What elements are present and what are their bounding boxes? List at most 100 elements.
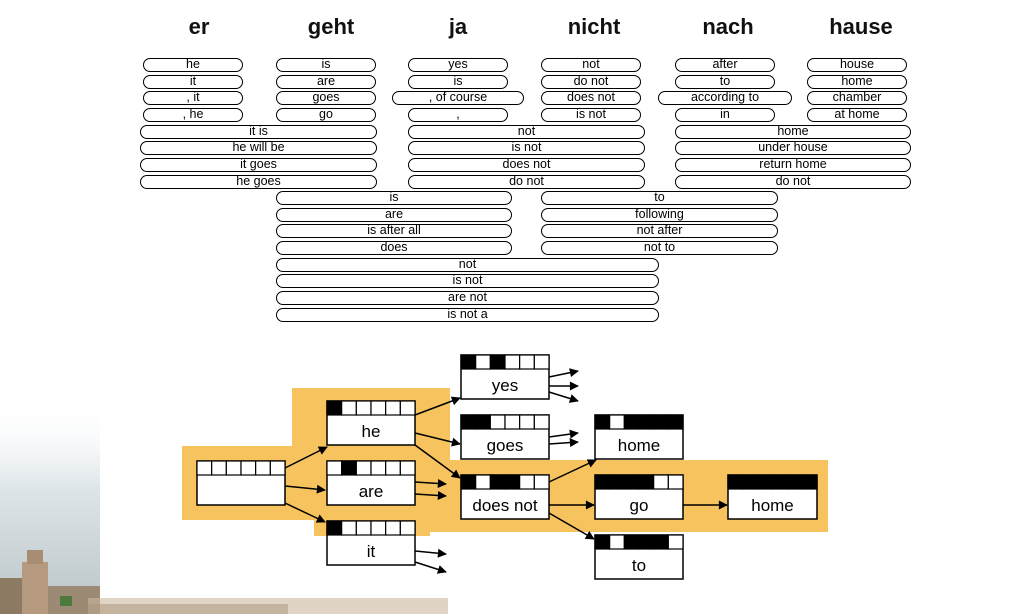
coverage-cell: [638, 534, 655, 550]
translation-option: are not: [276, 291, 659, 305]
translation-option: it is: [140, 125, 377, 139]
background-photo: [0, 400, 100, 614]
translation-option: are: [276, 75, 376, 89]
edge: [414, 561, 447, 574]
edge: [548, 438, 579, 448]
edge: [548, 368, 579, 378]
translation-option: go: [276, 108, 376, 122]
hypothesis-label: he: [362, 422, 381, 441]
source-word: nicht: [567, 14, 621, 39]
coverage-cell: [240, 460, 257, 476]
translation-option: goes: [276, 91, 376, 105]
hypothesis-label: home: [618, 436, 661, 455]
translation-option: under house: [675, 141, 911, 155]
coverage-cell: [460, 354, 477, 370]
coverage-cell: [504, 474, 521, 490]
translation-option: not after: [541, 224, 778, 238]
coverage-cell: [370, 460, 387, 476]
coverage-cell: [370, 520, 387, 536]
coverage-cell: [196, 460, 213, 476]
coverage-cell: [489, 414, 506, 430]
translation-option: is: [408, 75, 508, 89]
translation-option: is not: [276, 274, 659, 288]
translation-option: is not a: [276, 308, 659, 322]
hypothesis-node: yes: [460, 354, 550, 400]
translation-option: he will be: [140, 141, 377, 155]
hypothesis-label: goes: [487, 436, 524, 455]
coverage-cell: [489, 474, 506, 490]
coverage-cell: [609, 474, 625, 490]
coverage-cell: [399, 460, 416, 476]
edge: [414, 396, 461, 416]
coverage-cell: [667, 414, 684, 430]
coverage-cell: [771, 474, 788, 490]
translation-option: it goes: [140, 158, 377, 172]
coverage-cell: [638, 474, 655, 490]
coverage-cell: [519, 354, 535, 370]
source-word: ja: [448, 14, 468, 39]
edge: [284, 502, 326, 523]
translation-option: do not: [541, 75, 641, 89]
translation-option: he: [143, 58, 243, 72]
hypothesis-label: does not: [472, 496, 537, 515]
coverage-cell: [653, 534, 669, 550]
coverage-cell: [460, 414, 477, 430]
coverage-cell: [475, 414, 491, 430]
edge: [548, 429, 579, 439]
translation-option: ,: [408, 108, 508, 122]
edge: [284, 484, 326, 494]
edges: [284, 368, 728, 574]
coverage-cell: [667, 534, 684, 550]
translation-option: return home: [675, 158, 911, 172]
hypothesis-node: he: [326, 400, 416, 446]
translation-option: in: [675, 108, 775, 122]
translation-option: does not: [541, 91, 641, 105]
coverage-cell: [460, 474, 477, 490]
hypothesis-node: [196, 460, 286, 506]
coverage-cell: [653, 474, 669, 490]
translation-option: not: [541, 58, 641, 72]
coverage-cell: [385, 520, 401, 536]
hypothesis-node: are: [326, 460, 416, 506]
coverage-cell: [757, 474, 774, 490]
translation-option: he goes: [140, 175, 377, 189]
coverage-cell: [504, 414, 521, 430]
translation-option: at home: [807, 108, 907, 122]
hypothesis-node: it: [326, 520, 416, 566]
hypothesis-node: does not: [460, 474, 550, 520]
coverage-cell: [326, 520, 343, 536]
coverage-cell: [533, 414, 550, 430]
edge: [414, 444, 461, 479]
coverage-cell: [594, 534, 611, 550]
translation-option: not: [276, 258, 659, 272]
translation-option: not to: [541, 241, 778, 255]
coverage-cell: [475, 354, 491, 370]
coverage-cell: [399, 520, 416, 536]
coverage-cell: [533, 474, 550, 490]
translation-option: home: [807, 75, 907, 89]
coverage-cell: [667, 474, 684, 490]
coverage-cell: [399, 400, 416, 416]
translation-option: are: [276, 208, 512, 222]
source-word: geht: [307, 14, 355, 39]
translation-option: is after all: [276, 224, 512, 238]
coverage-cell: [341, 460, 357, 476]
coverage-cell: [370, 400, 387, 416]
coverage-cell: [269, 460, 286, 476]
coverage-cell: [225, 460, 242, 476]
translation-option: , of course: [392, 91, 524, 105]
edge: [548, 459, 597, 483]
translation-option: , he: [143, 108, 243, 122]
translation-option: is: [276, 58, 376, 72]
coverage-cell: [519, 414, 535, 430]
coverage-cell: [786, 474, 803, 490]
coverage-cell: [489, 354, 506, 370]
translation-option: not: [408, 125, 645, 139]
edge: [414, 478, 447, 488]
translation-option: does: [276, 241, 512, 255]
coverage-cell: [211, 460, 227, 476]
translation-option: do not: [675, 175, 911, 189]
coverage-cell: [742, 474, 759, 490]
coverage-cell: [623, 474, 640, 490]
